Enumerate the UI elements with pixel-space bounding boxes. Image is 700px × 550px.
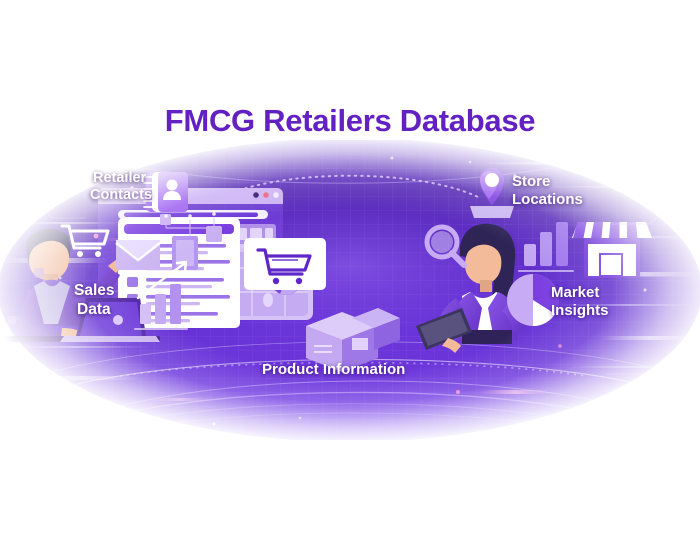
label-retailer-contacts-line2: Contacts (90, 187, 153, 203)
label-market-insights-line1: Market (551, 284, 600, 301)
banner-artwork: M (0, 138, 700, 442)
bar-chart-growth-icon (134, 260, 188, 330)
woman-with-tablet (416, 223, 525, 353)
cart-card (244, 238, 326, 290)
label-sales-data-line2: Data (77, 301, 111, 318)
magnifier-icon (424, 224, 467, 268)
laptop-icon (60, 298, 160, 342)
label-store-locations-line1: Store (512, 173, 551, 190)
package-boxes-icon (306, 308, 400, 372)
label-product-information: Product Information (262, 361, 406, 378)
shopping-cart-icon (60, 224, 110, 257)
storefront-icon (572, 222, 652, 278)
map-pin-icon (470, 168, 514, 218)
page-title: FMCG Retailers Database (164, 103, 536, 138)
label-retailer-contacts-line1: Retailer (93, 170, 147, 186)
contact-book-icon (143, 172, 188, 212)
label-market-insights-line2: Insights (551, 302, 609, 319)
node-graph (160, 212, 222, 270)
man-with-laptop (0, 228, 160, 342)
tablet-icon (416, 308, 472, 350)
pie-chart-icon (507, 273, 560, 327)
label-sales-data-line1: Sales (74, 282, 115, 299)
label-store-locations-line2: Locations (512, 191, 583, 208)
envelope-icon (115, 240, 161, 270)
bar-chart-icon (518, 222, 574, 272)
